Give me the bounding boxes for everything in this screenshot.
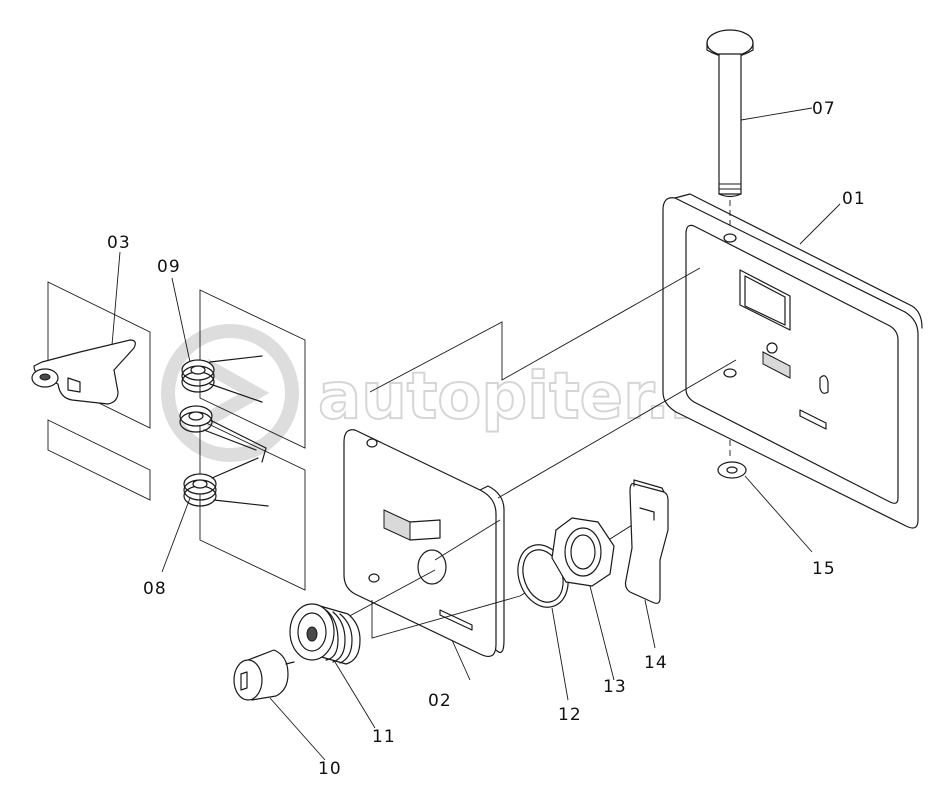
label-14: 14 [644,653,668,673]
part-13-nut [551,517,615,587]
part-07-pin [706,29,754,198]
label-12: 12 [558,705,582,725]
label-09: 09 [157,257,181,277]
part-10-cylinder [233,649,295,701]
leader-07 [740,107,813,121]
part-01-frame [662,193,923,529]
label-02: 02 [428,691,452,711]
label-13: 13 [603,677,627,697]
part-15-clip [717,461,747,479]
part-14-cam [624,479,669,604]
leader-01 [799,203,841,245]
label-07: 07 [812,99,836,119]
leader-14 [644,599,656,649]
leader-15 [744,475,813,553]
leader-13 [589,585,615,681]
label-08: 08 [143,579,167,599]
parts-08-09-springs [179,289,306,591]
label-11: 11 [372,727,396,747]
leader-09 [171,277,191,363]
label-03: 03 [107,233,131,253]
label-01: 01 [842,189,866,209]
part-11-housing [289,603,361,665]
part-02-lock-body [343,429,505,657]
leader-08 [161,497,191,573]
leader-11 [334,661,376,729]
leader-02 [451,639,471,681]
leader-12 [551,607,569,701]
part-03-pawl [31,281,151,501]
leader-10 [269,697,326,761]
label-15: 15 [812,559,836,579]
leader-03 [111,251,121,346]
label-10: 10 [318,759,342,779]
watermark: autopiter.ru [161,324,748,462]
